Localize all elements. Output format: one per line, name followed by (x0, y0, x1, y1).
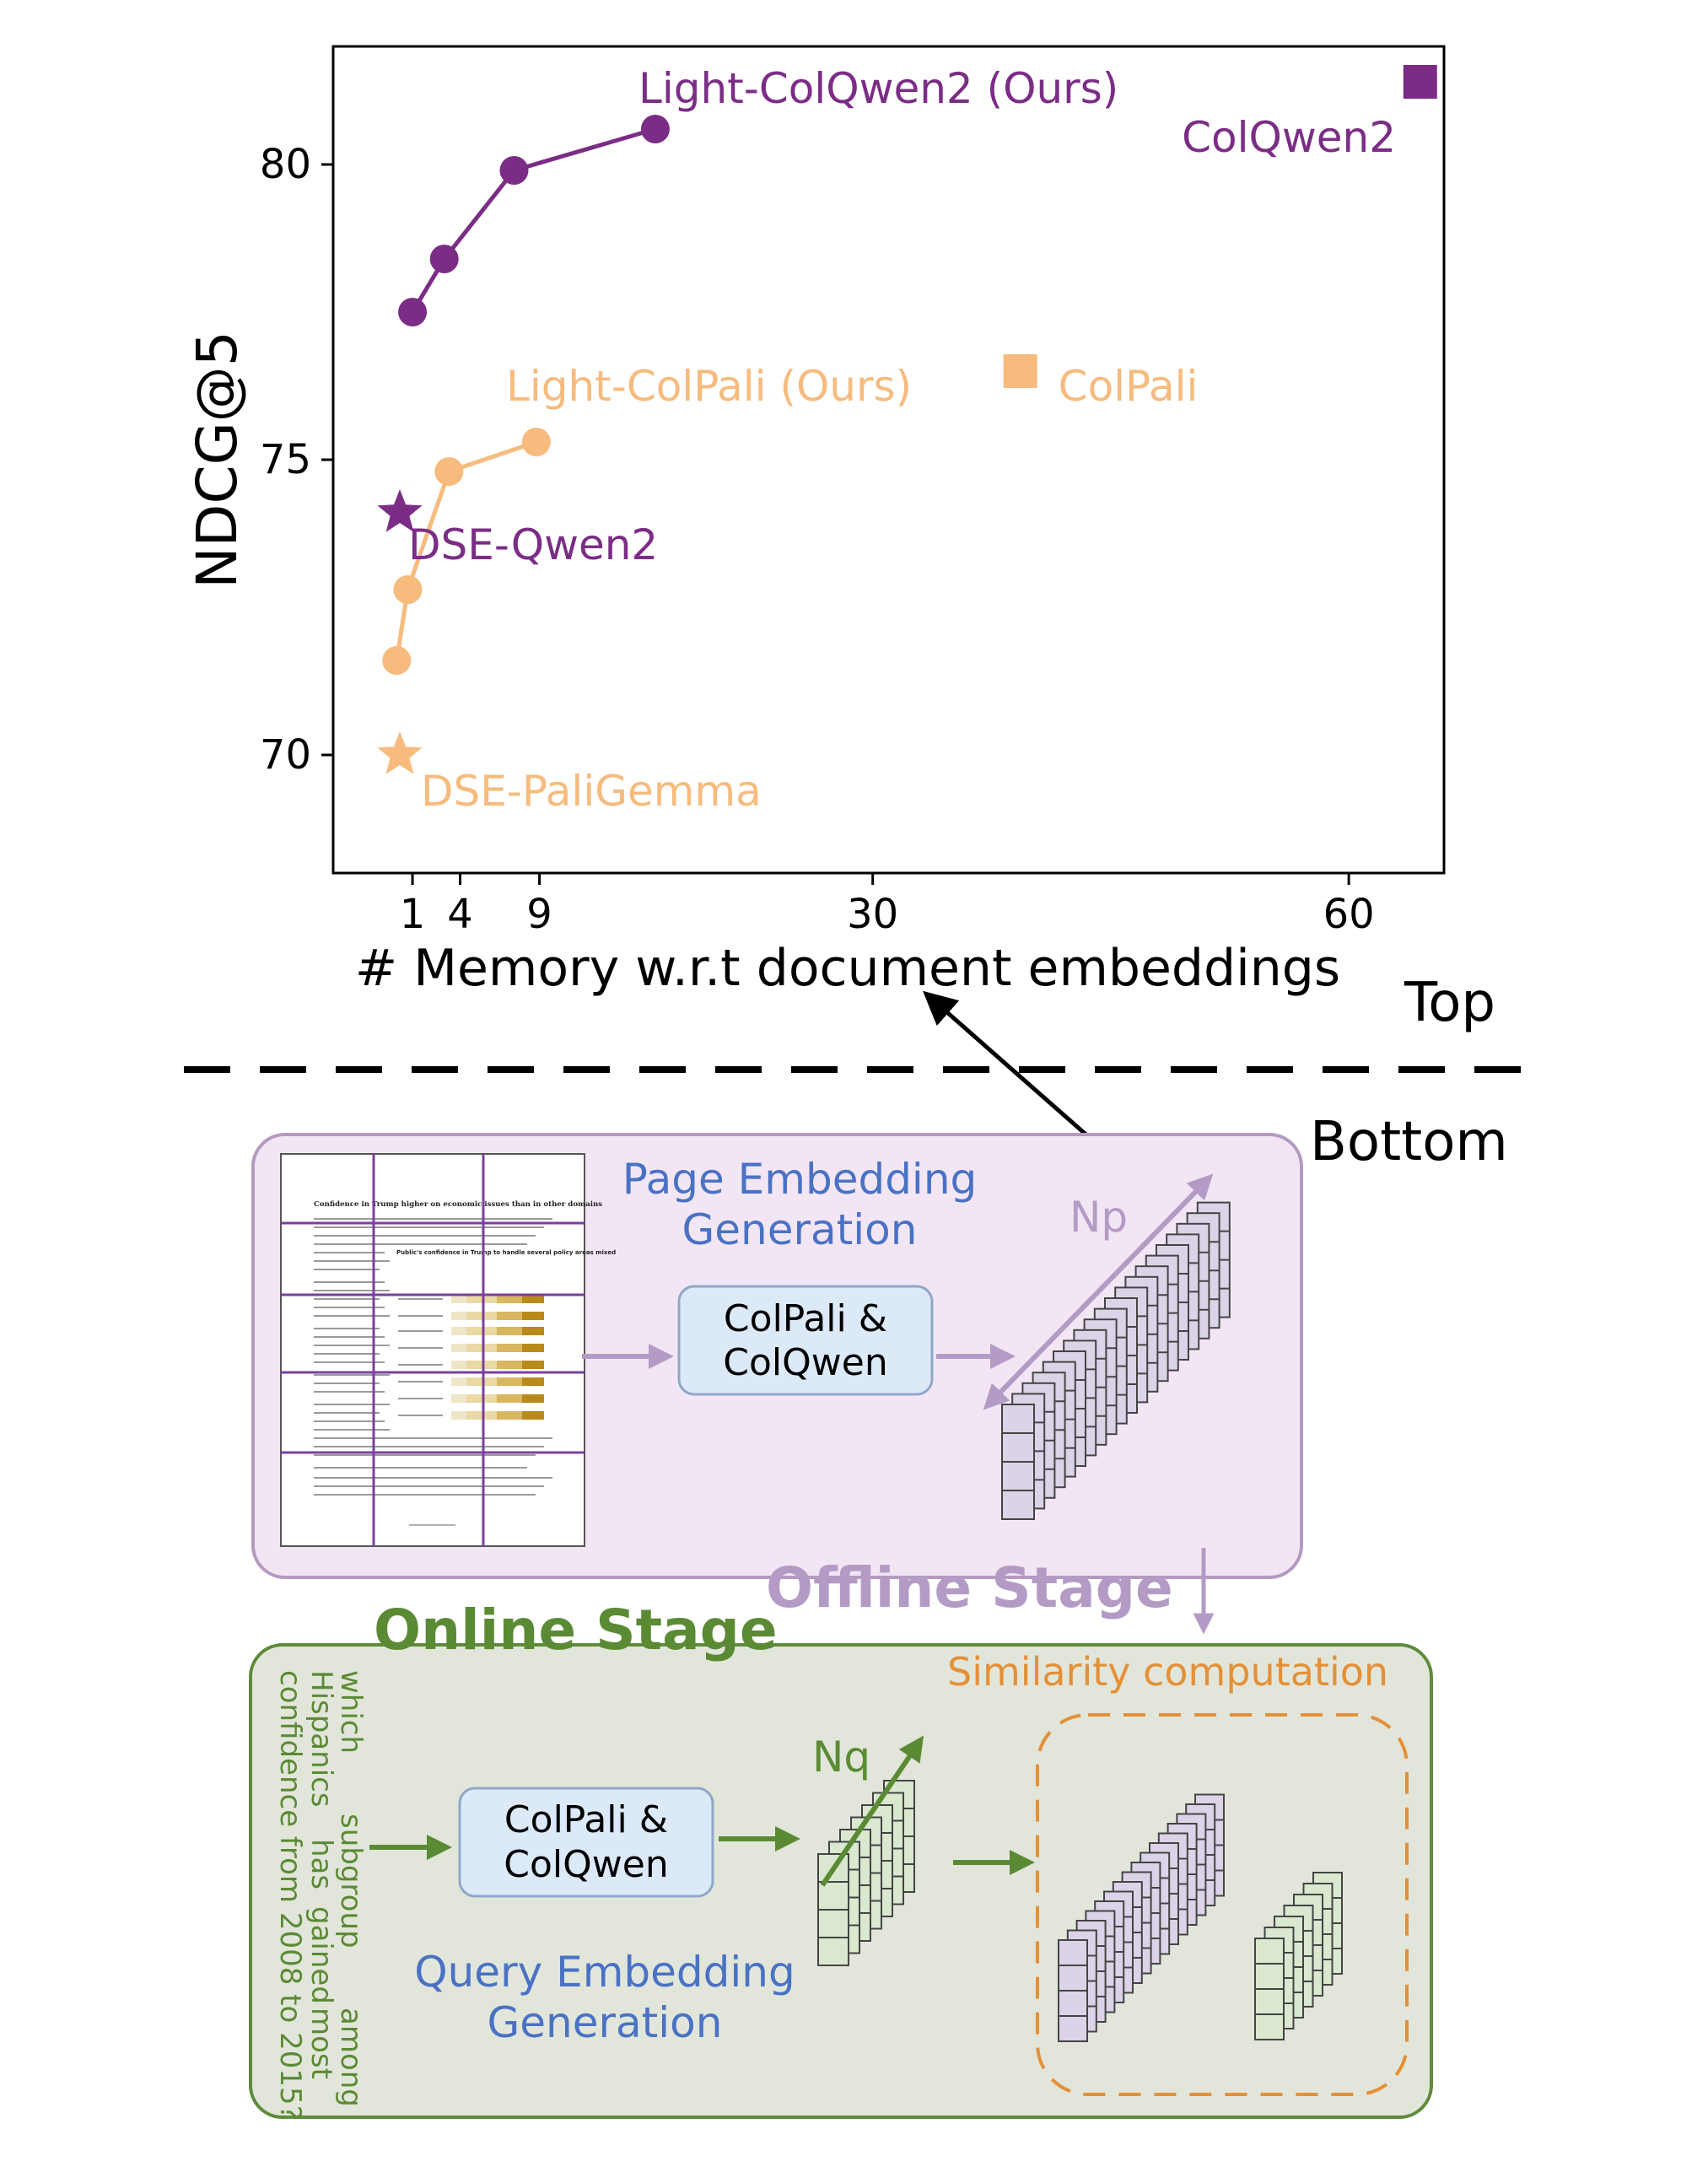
data-point (434, 457, 464, 486)
offline-model-line2: ColQwen (723, 1341, 887, 1384)
query-word: Hispanics (304, 1670, 338, 1808)
online-stage-label: Online Stage (374, 1598, 778, 1663)
document-bar-segment (451, 1344, 466, 1352)
y-tick-label: 75 (260, 436, 311, 483)
y-axis-ticks: 70 75 80 (260, 141, 333, 779)
query-text: which subgroup among Hispanics has gained most… (273, 1670, 368, 2121)
online-model-box (458, 1787, 714, 1898)
document-bar-segment (451, 1394, 466, 1403)
series-line (394, 439, 537, 661)
query-word: gained (304, 1906, 338, 2004)
document-chart-title: Public's confidence in Trump to handle s… (396, 1249, 616, 1256)
data-point (521, 428, 551, 456)
query-word: among (334, 2008, 368, 2107)
series-lines (394, 127, 656, 661)
data-point-star (377, 489, 423, 532)
data-point (393, 575, 423, 604)
y-tick-label: 70 (260, 731, 311, 779)
np-dimension-arrow (983, 1173, 1214, 1410)
series-label: DSE-PaliGemma (421, 767, 762, 816)
offline-model-box (677, 1285, 934, 1396)
nq-dimension-arrow (820, 1735, 924, 1887)
series-label: ColQwen2 (1182, 113, 1396, 162)
document-title: Confidence in Trump higher on economic i… (314, 1200, 602, 1209)
data-point-square (1403, 65, 1437, 99)
np-label: Np (1070, 1193, 1128, 1242)
bottom-label: Bottom (1310, 1111, 1508, 1173)
document-bar-segment (451, 1295, 466, 1303)
series-labels: Light-ColQwen2 (Ours) ColQwen2Light-ColPa… (408, 64, 1396, 816)
query-word: subgroup (334, 1814, 368, 1949)
online-stage: Online Stage which subgroup among Hispanics… (249, 1598, 1433, 2121)
series-label: DSE-Qwen2 (408, 520, 658, 569)
similarity-query-embedding-stack (1254, 1872, 1343, 2040)
data-point (499, 156, 529, 185)
query-word: has (304, 1839, 338, 1889)
data-point (398, 298, 428, 326)
x-tick-label: 9 (526, 891, 552, 938)
offline-model-line1: ColPali & (724, 1297, 887, 1340)
offline-stage-label: Offline Stage (766, 1555, 1173, 1620)
similarity-label: Similarity computation (947, 1649, 1388, 1695)
query-embedding-title-line1: Query Embedding (414, 1948, 795, 1997)
x-axis-label: # Memory w.r.t document embeddings (355, 939, 1340, 998)
similarity-page-embedding-stack (1058, 1793, 1225, 2042)
online-model-line2: ColQwen (504, 1843, 668, 1886)
data-point (640, 115, 670, 143)
document-bar-segment (451, 1361, 466, 1369)
data-point (382, 646, 412, 675)
y-tick-label: 80 (260, 141, 311, 188)
data-point (429, 245, 459, 273)
page-embedding-title-line2: Generation (682, 1205, 918, 1254)
query-embedding-title-line2: Generation (488, 1998, 723, 2047)
document-bar-segment (451, 1411, 466, 1420)
query-word: which (334, 1670, 368, 1754)
document-text-lines (314, 1218, 552, 1526)
x-tick-label: 4 (447, 891, 473, 938)
query-word: most (304, 2008, 338, 2079)
document-page-thumbnail: Confidence in Trump higher on economic i… (280, 1153, 616, 1547)
data-point-star (377, 731, 423, 774)
series-marks (377, 65, 1437, 774)
query-word: confidence from 2008 to 2015? (273, 1670, 307, 2121)
online-model-line1: ColPali & (504, 1798, 668, 1841)
page-embedding-title-line1: Page Embedding (622, 1155, 978, 1204)
document-bar-segment (451, 1377, 466, 1386)
data-point-square (1003, 354, 1037, 388)
series-label: Light-ColQwen2 (Ours) (638, 64, 1118, 113)
document-bar-segment (451, 1327, 466, 1335)
y-axis-label: NDCG@5 (185, 331, 250, 588)
x-tick-label: 60 (1323, 891, 1375, 938)
document-bar-segment (451, 1312, 466, 1320)
x-tick-label: 1 (400, 891, 426, 938)
offline-stage: Confidence in Trump higher on economic i… (251, 1133, 1303, 1635)
series-label: Light-ColPali (Ours) (506, 362, 912, 411)
series-line (410, 127, 656, 314)
series-label: ColPali (1059, 362, 1199, 411)
patch-grid (281, 1154, 585, 1546)
nq-label: Nq (812, 1733, 870, 1781)
x-tick-label: 30 (847, 891, 898, 938)
top-label: Top (1404, 972, 1495, 1034)
document-bar-chart (398, 1295, 544, 1420)
